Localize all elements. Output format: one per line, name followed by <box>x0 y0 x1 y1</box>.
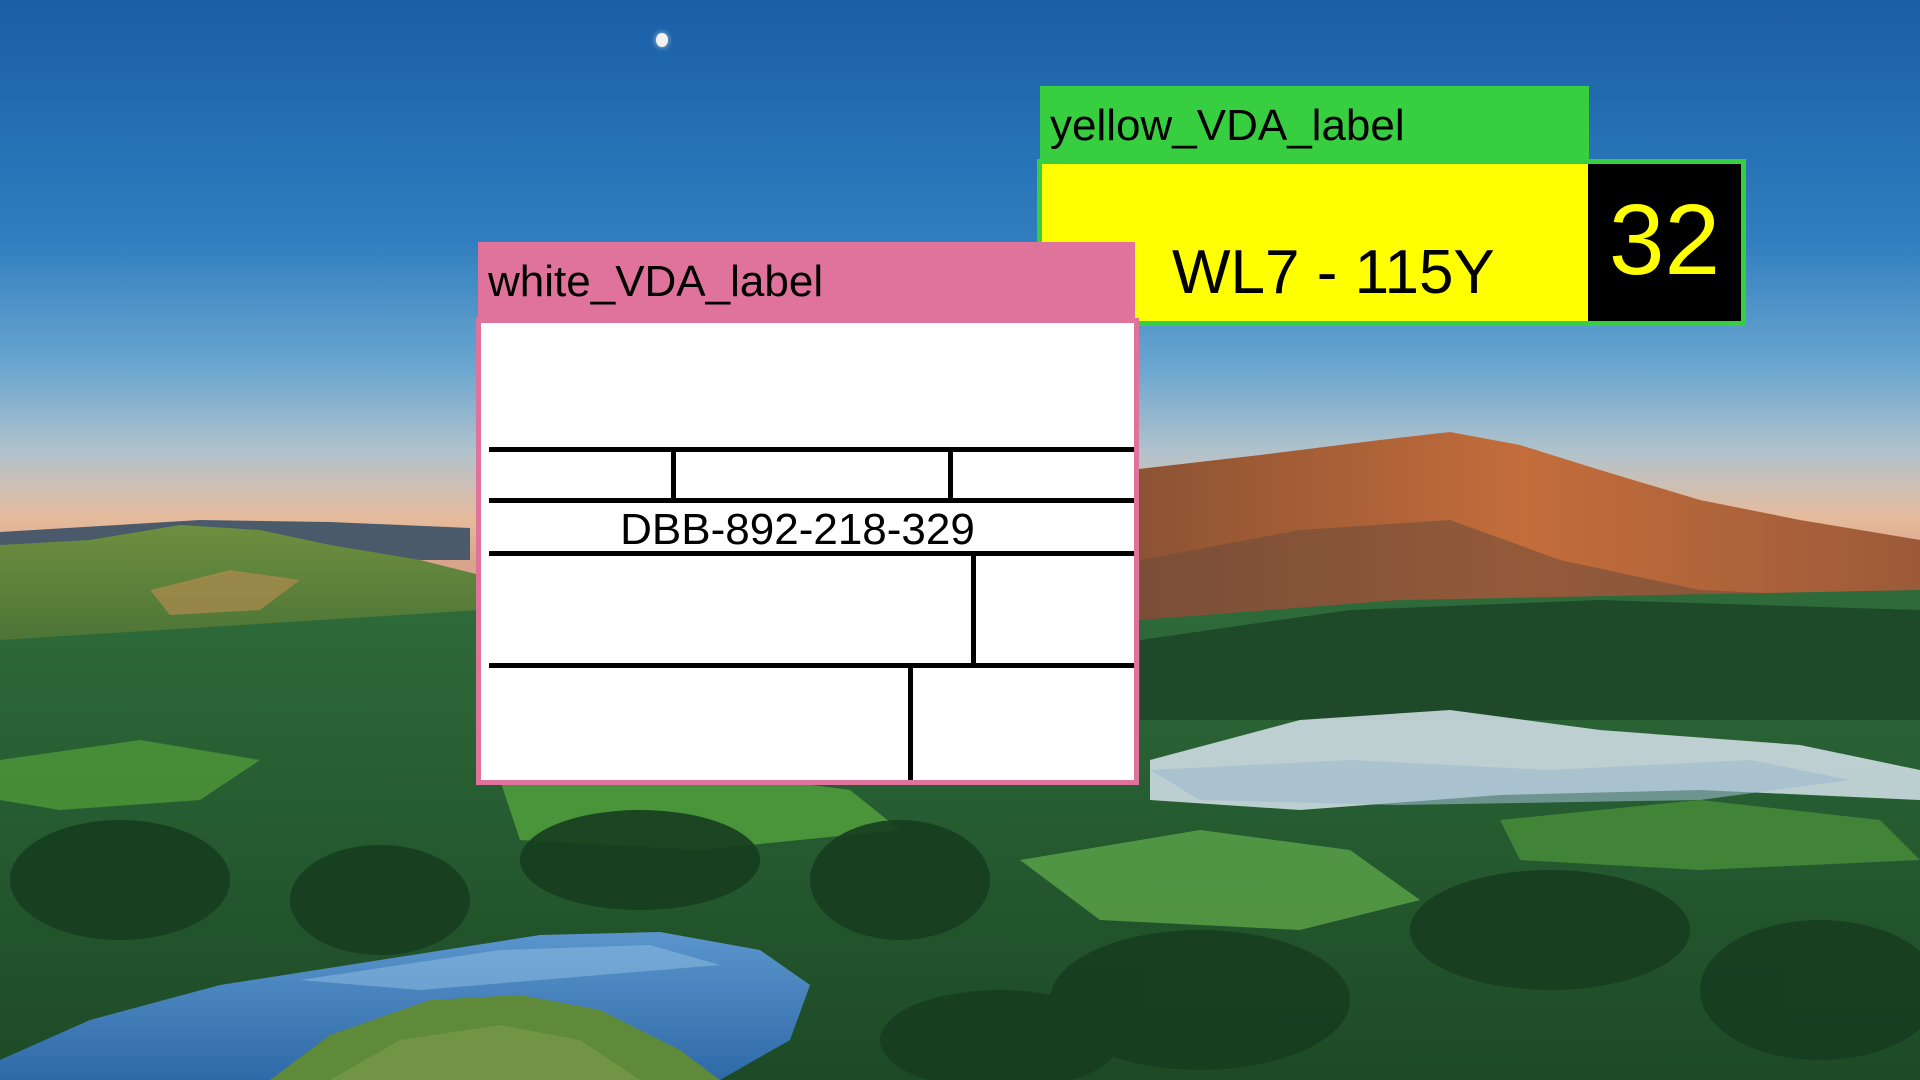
moon <box>656 33 668 47</box>
white-vda-label-box[interactable]: DBB-892-218-329 <box>476 318 1139 785</box>
white-vda-label-tag-text: white_VDA_label <box>488 257 824 306</box>
label-grid-line <box>489 663 1134 668</box>
yellow-vda-label-box[interactable]: WL7 - 115Y 32 <box>1037 159 1746 326</box>
label-grid-line <box>489 447 1134 452</box>
label-grid-divider <box>948 449 953 499</box>
white-vda-label-tag: white_VDA_label <box>478 242 1135 324</box>
label-grid-line <box>489 498 1134 503</box>
label-grid-divider <box>971 553 976 665</box>
white-label-code: DBB-892-218-329 <box>620 505 975 554</box>
label-grid-divider <box>671 449 676 499</box>
label-grid-divider <box>908 665 913 780</box>
label-grid-line <box>489 551 1134 556</box>
yellow-label-number: 32 <box>1608 184 1721 296</box>
yellow-label-number-block: 32 <box>1588 164 1741 321</box>
yellow-vda-label-tag-text: yellow_VDA_label <box>1050 101 1405 150</box>
yellow-vda-label-tag: yellow_VDA_label <box>1040 86 1589 166</box>
yellow-label-code: WL7 - 115Y <box>1172 238 1495 307</box>
